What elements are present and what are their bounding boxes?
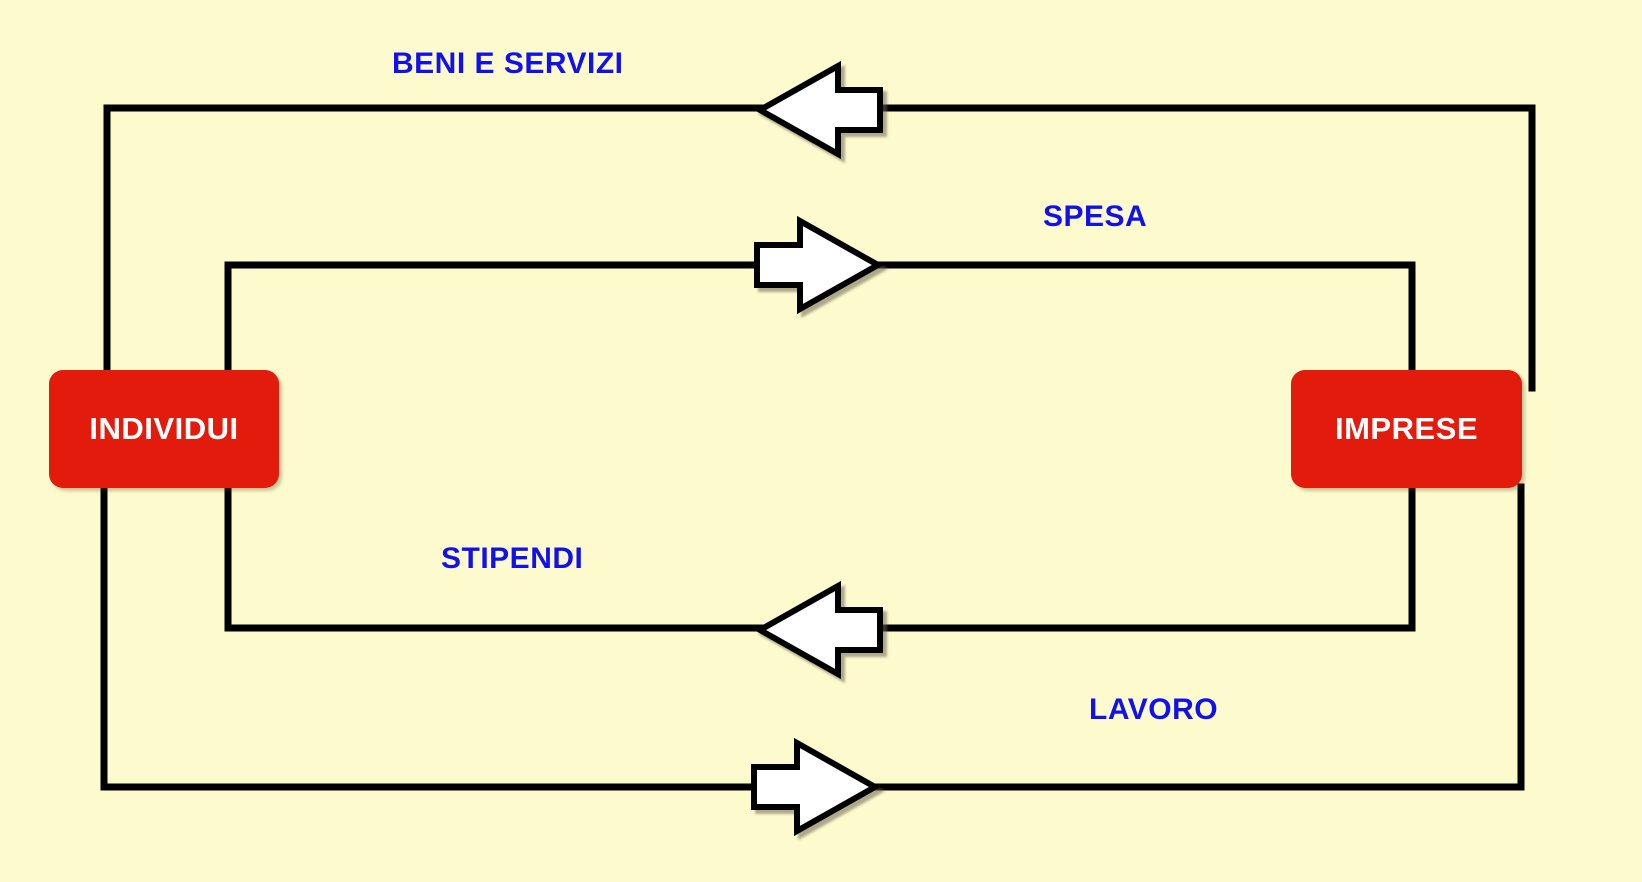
flow-label-beni-e-servizi: BENI E SERVIZI xyxy=(392,47,624,80)
flow-label-lavoro: LAVORO xyxy=(1089,693,1219,726)
actor-box-individui[interactable]: INDIVIDUI xyxy=(49,370,279,488)
flow-path-beni-e-servizi xyxy=(103,104,1536,392)
flow-path-lavoro xyxy=(100,483,1525,791)
flow-path-stipendi xyxy=(224,483,1416,632)
actor-label-individui: INDIVIDUI xyxy=(89,411,239,446)
flow-label-spesa: SPESA xyxy=(1043,200,1148,233)
flow-path-spesa xyxy=(224,261,1416,392)
arrow-lavoro xyxy=(751,737,882,837)
actor-box-imprese[interactable]: IMPRESE xyxy=(1291,370,1522,488)
arrow-stipendi xyxy=(753,580,883,680)
arrow-spesa xyxy=(754,215,885,315)
arrow-beni-e-servizi xyxy=(753,60,883,160)
actor-label-imprese: IMPRESE xyxy=(1334,411,1479,446)
flow-label-stipendi: STIPENDI xyxy=(441,542,584,575)
